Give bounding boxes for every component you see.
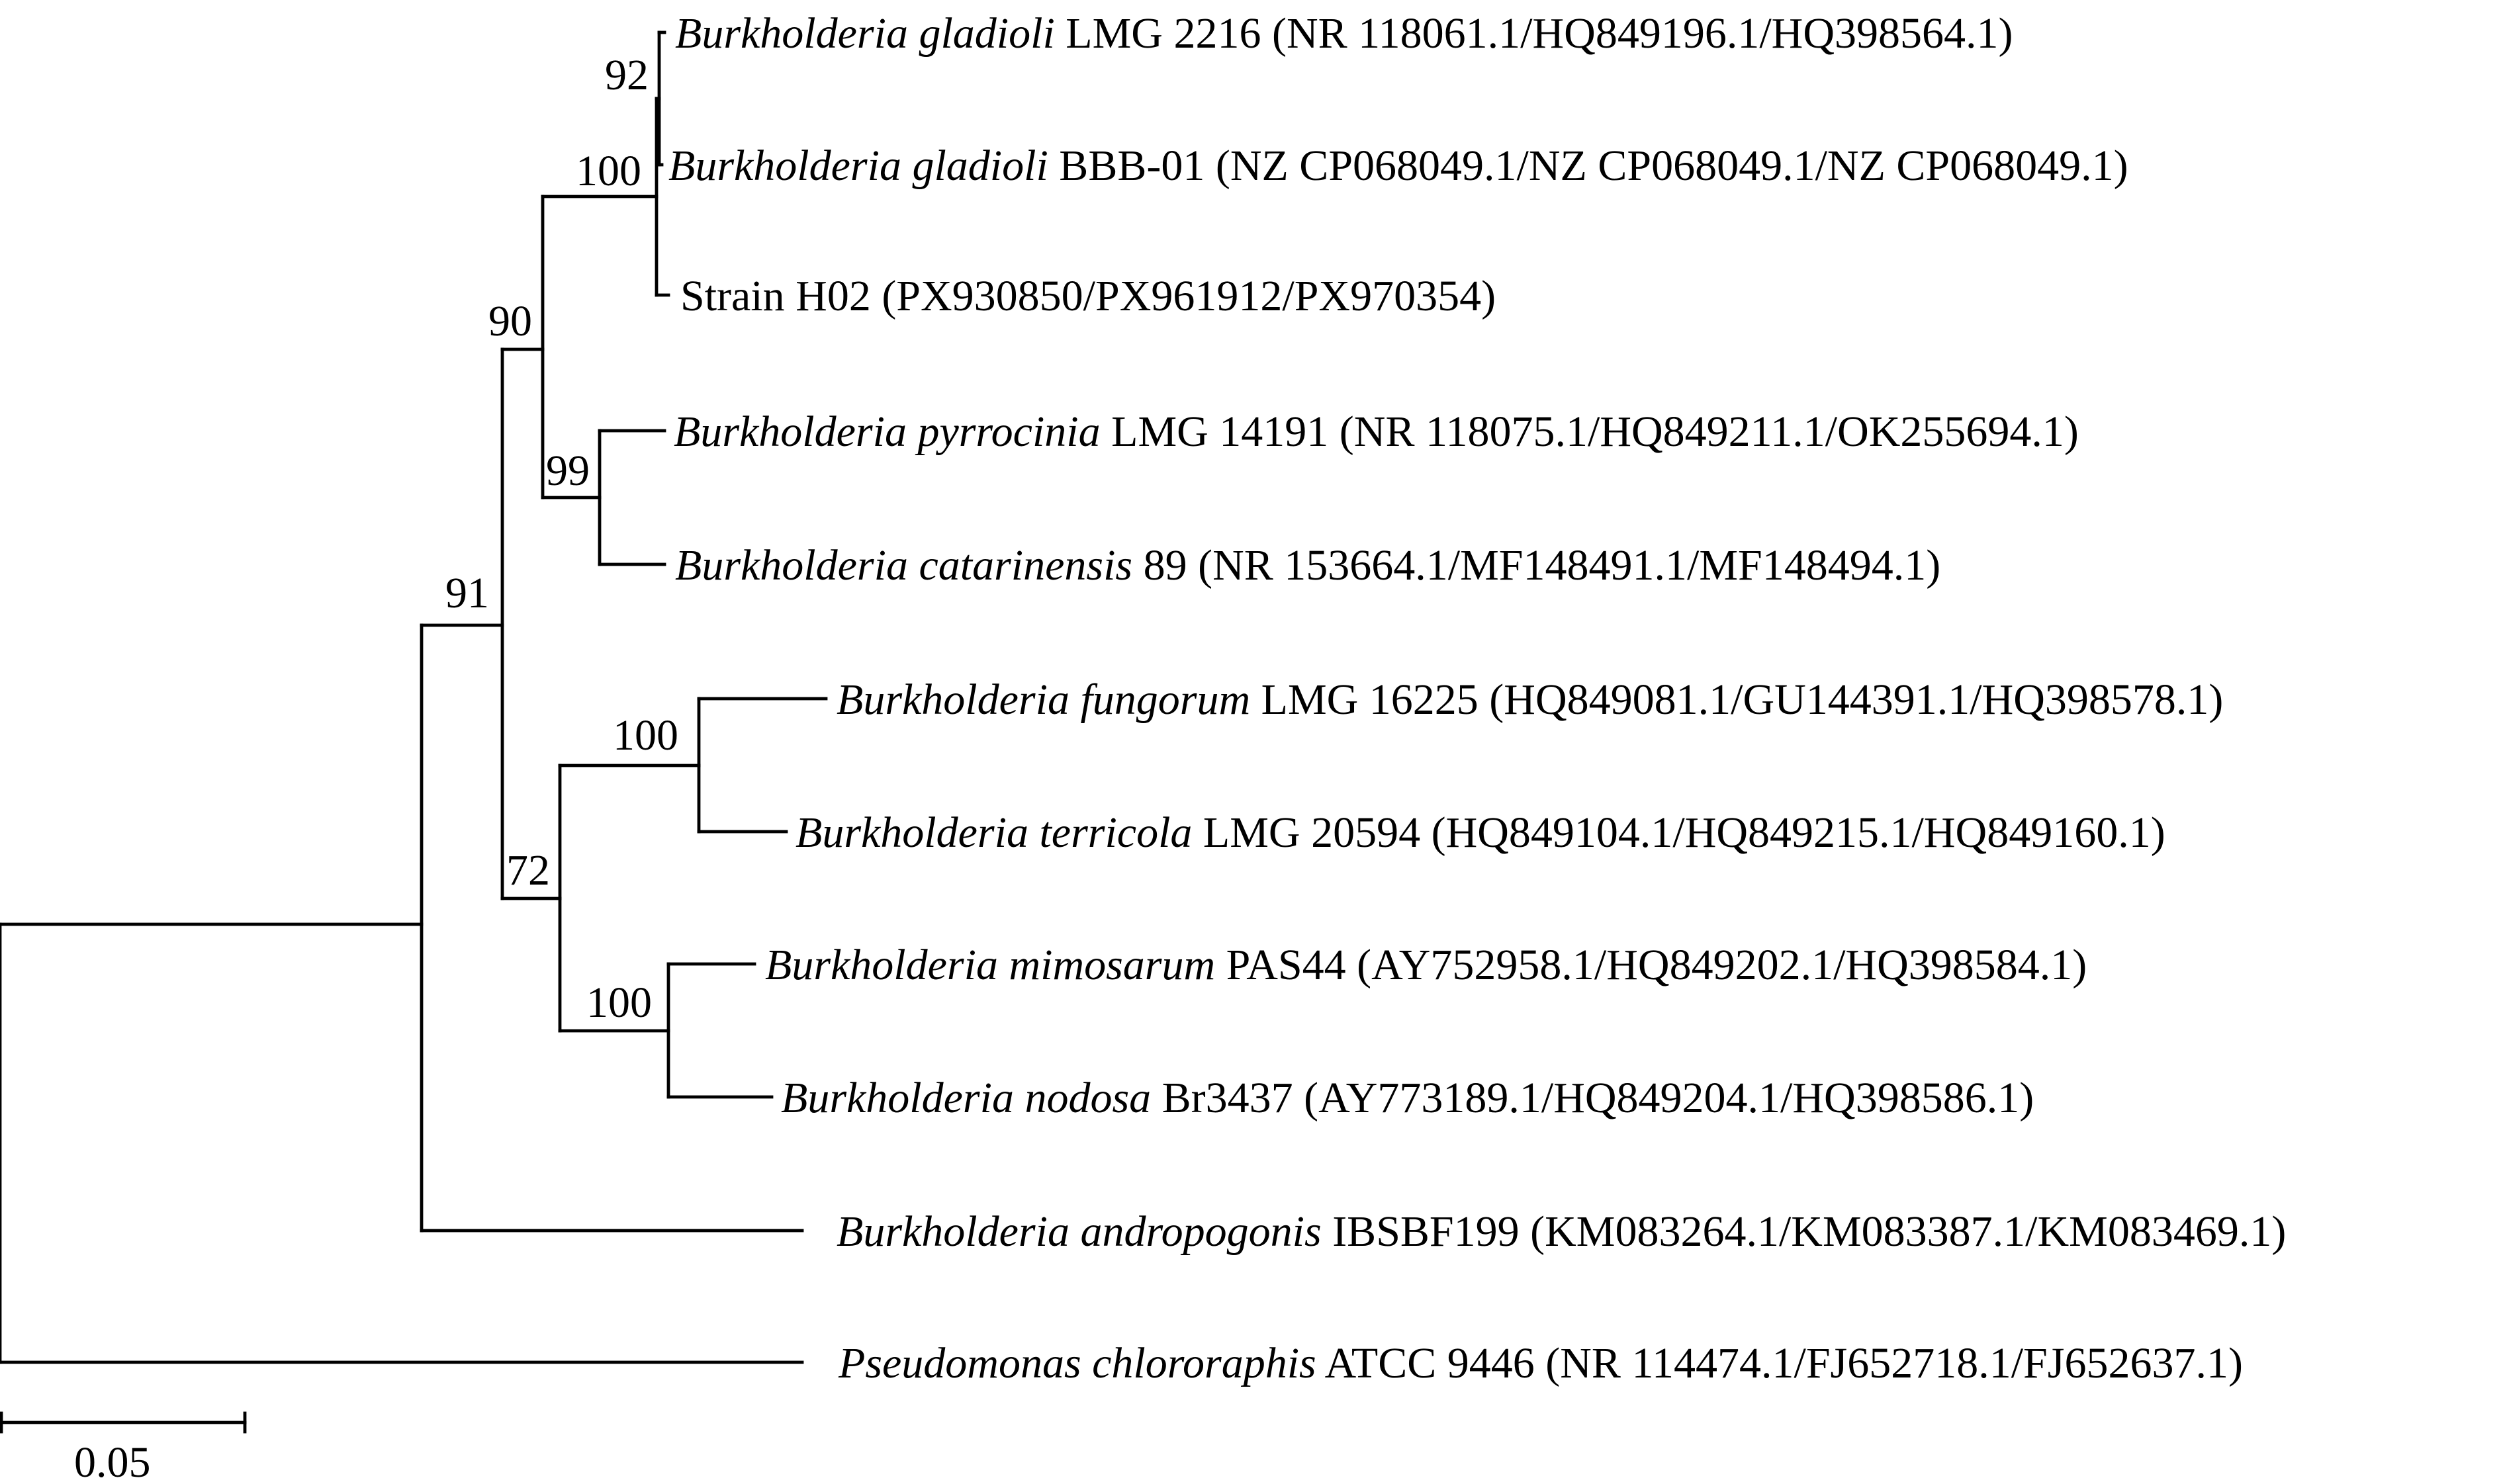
- bootstrap-values: 92 100 90 99 91 100 72 100: [445, 51, 678, 1027]
- species-name: Burkholderia andropogonis: [837, 1207, 1322, 1256]
- bootstrap-label: 99: [546, 447, 590, 495]
- bootstrap-label: 100: [613, 711, 678, 760]
- tip-label-terricola: Burkholderia terricola LMG 20594 (HQ8491…: [796, 808, 2165, 857]
- bootstrap-label: 92: [605, 51, 649, 99]
- tip-label-andropogonis: Burkholderia andropogonis IBSBF199 (KM08…: [837, 1207, 2286, 1256]
- species-name: Burkholderia terricola: [796, 808, 1192, 857]
- strain-accessions: LMG 16225 (HQ849081.1/GU144391.1/HQ39857…: [1250, 676, 2223, 724]
- strain-accessions: BBB-01 (NZ CP068049.1/NZ CP068049.1/NZ C…: [1048, 142, 2128, 190]
- tip-label-gladioli-lmg: Burkholderia gladioli LMG 2216 (NR 11806…: [675, 9, 2013, 58]
- tip-label-strain-h02: Strain H02 (PX930850/PX961912/PX970354): [680, 272, 1496, 320]
- strain-accessions: LMG 20594 (HQ849104.1/HQ849215.1/HQ84916…: [1192, 808, 2165, 857]
- bootstrap-label: 72: [506, 846, 550, 895]
- species-name: Pseudomonas chlororaphis: [838, 1339, 1316, 1387]
- bootstrap-label: 100: [586, 979, 652, 1027]
- scale-bar: 0.05: [0, 1411, 247, 1484]
- species-name: Burkholderia mimosarum: [765, 941, 1215, 989]
- tree-branches: [0, 30, 828, 1364]
- strain-accessions: LMG 14191 (NR 118075.1/HQ849211.1/OK2556…: [1101, 408, 2079, 456]
- tip-label-nodosa: Burkholderia nodosa Br3437 (AY773189.1/H…: [781, 1074, 2034, 1122]
- species-name: Burkholderia catarinensis: [675, 541, 1132, 589]
- tip-label-gladioli-bbb: Burkholderia gladioli BBB-01 (NZ CP06804…: [668, 142, 2128, 190]
- strain-accessions: PAS44 (AY752958.1/HQ849202.1/HQ398584.1): [1215, 941, 2087, 989]
- species-name: Burkholderia nodosa: [781, 1074, 1151, 1122]
- strain-accessions: ATCC 9446 (NR 114474.1/FJ652718.1/FJ6526…: [1316, 1339, 2243, 1387]
- species-name: Burkholderia gladioli: [668, 142, 1048, 190]
- tip-label-chlororaphis: Pseudomonas chlororaphis ATCC 9446 (NR 1…: [838, 1339, 2243, 1387]
- species-name: Burkholderia fungorum: [837, 676, 1250, 724]
- tip-labels: Burkholderia gladioli LMG 2216 (NR 11806…: [668, 9, 2286, 1387]
- tip-label-mimosarum: Burkholderia mimosarum PAS44 (AY752958.1…: [765, 941, 2087, 989]
- tip-label-pyrrocinia: Burkholderia pyrrocinia LMG 14191 (NR 11…: [674, 408, 2079, 456]
- strain-accessions: LMG 2216 (NR 118061.1/HQ849196.1/HQ39856…: [1055, 9, 2013, 58]
- bootstrap-label: 100: [576, 147, 641, 195]
- scale-bar-label: 0.05: [74, 1438, 151, 1484]
- strain-accessions: 89 (NR 153664.1/MF148491.1/MF148494.1): [1132, 541, 1940, 589]
- strain-accessions: IBSBF199 (KM083264.1/KM083387.1/KM083469…: [1322, 1207, 2287, 1256]
- species-name: Burkholderia pyrrocinia: [674, 408, 1101, 456]
- strain-accessions: Strain H02 (PX930850/PX961912/PX970354): [680, 272, 1496, 320]
- tip-label-catarinensis: Burkholderia catarinensis 89 (NR 153664.…: [675, 541, 1940, 589]
- strain-accessions: Br3437 (AY773189.1/HQ849204.1/HQ398586.1…: [1151, 1074, 2034, 1122]
- species-name: Burkholderia gladioli: [675, 9, 1055, 58]
- bootstrap-label: 91: [445, 569, 489, 617]
- tip-label-fungorum: Burkholderia fungorum LMG 16225 (HQ84908…: [837, 676, 2223, 724]
- bootstrap-label: 90: [488, 297, 532, 345]
